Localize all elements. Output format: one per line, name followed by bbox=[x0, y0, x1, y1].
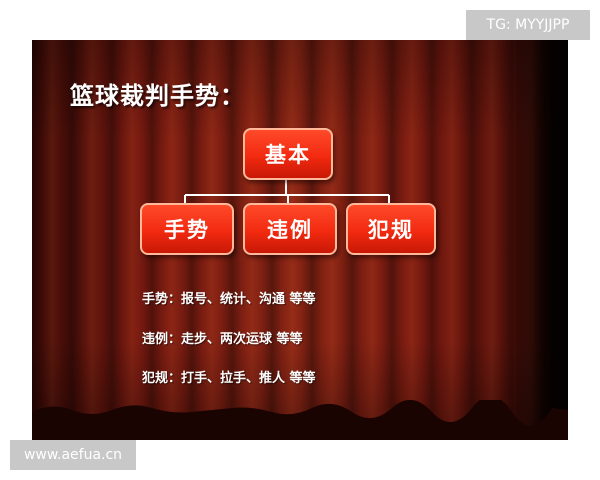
node-child-fouls: 犯规 bbox=[346, 203, 436, 255]
watermark-top-right: TG: MYYJJPP bbox=[466, 10, 590, 40]
watermark-bottom-left: www.aefua.cn bbox=[10, 440, 136, 470]
note-fouls: 犯规：打手、拉手、推人 等等 bbox=[142, 371, 316, 386]
curtain-shadow bbox=[516, 40, 568, 440]
diagram-connectors bbox=[184, 178, 390, 203]
curtain-hem-shape bbox=[32, 400, 568, 440]
node-root: 基本 bbox=[243, 128, 333, 180]
node-child-gestures: 手势 bbox=[140, 203, 234, 255]
node-child-violations: 违例 bbox=[243, 203, 337, 255]
note-violations: 违例：走步、两次运球 等等 bbox=[142, 332, 303, 347]
curtain-hem bbox=[32, 400, 568, 440]
note-gestures: 手势：报号、统计、沟通 等等 bbox=[142, 292, 316, 307]
slide: 篮球裁判手势： 基本 手势 违例 犯规 手势：报号、统计、沟通 等等 违例：走步… bbox=[32, 40, 568, 440]
slide-title: 篮球裁判手势： bbox=[70, 82, 245, 110]
